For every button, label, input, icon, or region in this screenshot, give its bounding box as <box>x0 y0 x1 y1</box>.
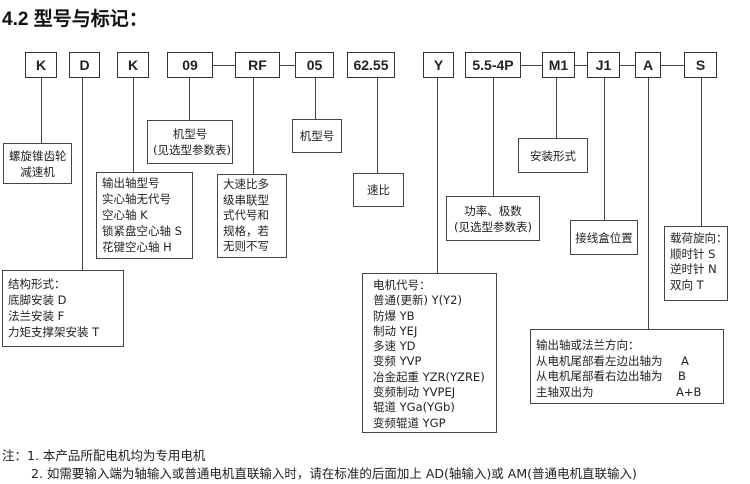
label-shaft-direction: 输出轴或法兰方向： 从电机尾部看左边出轴为 A 从电机尾部看右边出轴为 B 主轴双出… <box>530 329 724 404</box>
label-text: 从电机尾部看左边出轴为 <box>536 353 663 368</box>
leader-line <box>315 78 317 119</box>
label-power: 功率、极数(见选型参数表) <box>446 196 540 241</box>
label-line: 变频辊道 YGP <box>373 415 446 430</box>
leader-line <box>648 78 650 329</box>
label-line: 冶金起重 YZR(YZRE) <box>373 369 485 384</box>
code-shaft-direction: A <box>635 52 661 78</box>
label-line: 机型号 <box>172 127 208 141</box>
leader-line <box>82 78 84 270</box>
label-line: 机型号 <box>299 129 335 143</box>
label-shaft: 输出轴型号实心轴无代号空心轴 K 锁紧盘空心轴 S 花键空心轴 H <box>96 172 193 259</box>
code-shaft: K <box>117 52 149 78</box>
label-line: (见选型参数表) <box>454 219 532 234</box>
label-size-2: 机型号 <box>292 119 342 153</box>
label-line: 载荷旋向： <box>670 231 728 245</box>
label-line: 空心轴 K <box>102 208 148 222</box>
label-line: 速比 <box>367 183 390 197</box>
label-value: A <box>681 353 689 368</box>
label-line: (见选型参数表) <box>153 143 231 157</box>
label-line: 实心轴无代号 <box>102 192 171 206</box>
label-size: 机型号 (见选型参数表) <box>147 120 233 164</box>
label-line: 底脚安装 D <box>8 293 67 307</box>
label-line: 辊道 YGa(YGb) <box>373 400 455 415</box>
label-text: 从电机尾部看右边出轴为 <box>536 369 663 383</box>
connector <box>620 65 635 67</box>
note-1: 注：1. 本产品所配电机均为专用电机 <box>2 448 206 463</box>
label-line: 安装形式 <box>530 148 576 163</box>
label-line: 防爆 YB <box>373 308 415 323</box>
connector <box>521 65 542 67</box>
label-ratio: 速比 <box>353 173 404 207</box>
label-line: 双向 T <box>670 277 704 292</box>
code-rotation: S <box>684 52 717 78</box>
label-mounting: 结构形式： 底脚安装 D 法兰安装 F 力矩支撑架安装 T <box>2 270 124 347</box>
leader-line <box>133 78 135 172</box>
label-line: 规格，若 <box>223 223 269 238</box>
label-line: 顺时针 S <box>670 246 716 261</box>
code-mounting: D <box>69 52 100 78</box>
label-line: 螺旋锥齿轮 <box>9 148 67 163</box>
leader-line <box>701 78 703 226</box>
code-power: 5.5-4P <box>465 52 521 78</box>
label-line: 大速比多 <box>223 177 269 191</box>
code-type: K <box>25 52 57 78</box>
leader-line <box>377 78 379 173</box>
leader-line <box>253 78 255 174</box>
label-line: 锁紧盘空心轴 S <box>102 224 182 238</box>
leader-line <box>189 78 191 120</box>
label-line: 减速机 <box>20 164 55 179</box>
label-value: A+B <box>676 384 702 399</box>
code-motor: Y <box>423 52 454 78</box>
label-combination: 大速比多级串联型式代号和规格，若无则不写 <box>217 174 287 258</box>
leader-line <box>604 78 606 220</box>
code-ratio: 62.55 <box>347 52 395 78</box>
label-line: 输出轴型号 <box>102 176 160 190</box>
label-text: 主轴双出为 <box>536 384 594 399</box>
label-line: 功率、极数 <box>464 203 522 218</box>
label-line: 无则不写 <box>223 239 269 253</box>
code-size-2: 05 <box>295 52 334 78</box>
connector <box>661 65 684 67</box>
label-line: 花键空心轴 H <box>102 240 172 254</box>
leader-line <box>437 78 439 273</box>
label-line: 接线盒位置 <box>575 230 633 245</box>
label-line: 输出轴或法兰方向： <box>536 338 640 352</box>
leader-line <box>493 78 495 196</box>
label-line: 普通(更新) Y(Y2) <box>373 293 462 308</box>
section-title: 4.2 型号与标记： <box>2 9 148 30</box>
label-line: 变频制动 YVPEJ <box>373 385 456 400</box>
label-line: 多速 YD <box>373 339 416 354</box>
leader-line <box>41 78 43 143</box>
label-value: B <box>678 369 686 383</box>
code-terminal-box: J1 <box>587 52 620 78</box>
connector <box>213 65 235 67</box>
label-terminal-box: 接线盒位置 <box>570 220 638 255</box>
note-2: 2. 如需要输入端为轴输入或普通电机直联输入时，请在标准的后面加上 AD(轴输入… <box>31 466 637 481</box>
label-line: 级串联型 <box>223 192 269 207</box>
label-line: 法兰安装 F <box>8 309 65 323</box>
label-row: 主轴双出为 A+B <box>536 385 718 401</box>
label-line: 力矩支撑架安装 T <box>8 325 100 339</box>
label-line: 式代号和 <box>223 208 269 222</box>
label-line: 制动 YEJ <box>373 323 418 338</box>
code-size: 09 <box>167 52 213 78</box>
code-mount-position: M1 <box>542 52 575 78</box>
connector <box>280 65 295 67</box>
leader-line <box>556 78 558 138</box>
label-line: 逆时针 N <box>670 262 717 276</box>
label-mount-position: 安装形式 <box>518 138 588 173</box>
label-type: 螺旋锥齿轮减速机 <box>3 143 72 184</box>
label-row: 从电机尾部看左边出轴为 A <box>536 354 718 370</box>
label-line: 电机代号： <box>373 278 431 292</box>
code-combination: RF <box>235 52 280 78</box>
label-line: 结构形式： <box>8 277 66 291</box>
label-row: 从电机尾部看右边出轴为 B <box>536 369 718 385</box>
connector <box>575 65 587 67</box>
label-line: 变频 YVP <box>373 354 422 369</box>
